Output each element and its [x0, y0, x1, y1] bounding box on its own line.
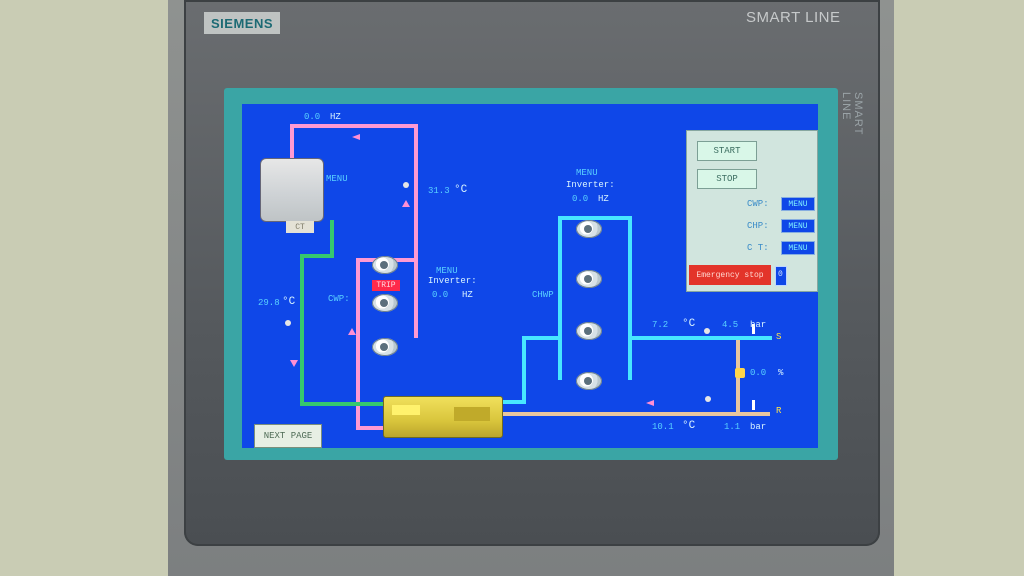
flow-arrow-down: [290, 360, 298, 367]
inlet-temp-value: 29.8: [258, 298, 280, 308]
supply-pressure-value: 4.5: [722, 320, 739, 330]
pipe-cyan-top: [558, 216, 632, 220]
return-pressure-unit: bar: [750, 422, 767, 432]
cwp-mode-label: CWP:: [747, 199, 769, 209]
valve-actuator: [735, 368, 745, 378]
cwp-menu[interactable]: MENU: [436, 266, 458, 276]
valve-percent-value: 0.0: [750, 368, 767, 378]
chwp-pump-4[interactable]: [576, 372, 602, 390]
chwp-menu[interactable]: MENU: [576, 168, 598, 178]
cwp-pump-2[interactable]: [372, 294, 398, 312]
tower-freq-unit: HZ: [330, 112, 341, 122]
brand-text: SIEMENS: [210, 15, 273, 31]
temp-sensor-inlet: [285, 320, 291, 326]
cwp-label: CWP:: [328, 294, 350, 304]
pipe-green-down: [300, 254, 304, 406]
side-model-label: SMART LINE: [840, 92, 864, 136]
start-button[interactable]: START: [697, 141, 757, 161]
brand-logo: SIEMENS: [204, 12, 280, 34]
emergency-stop-button[interactable]: Emergency stop: [689, 265, 771, 285]
ct-mode-menu[interactable]: MENU: [781, 241, 815, 255]
chwp-freq-unit: HZ: [598, 194, 609, 204]
pipe-left-riser: [290, 124, 294, 162]
pipe-cwp-left: [356, 258, 360, 430]
sensor-right-return: [705, 396, 711, 402]
pipe-top: [290, 124, 416, 128]
return-temp-value: 10.1: [652, 422, 674, 432]
chiller-unit[interactable]: [383, 396, 503, 438]
chp-mode-label: CHP:: [747, 221, 769, 231]
chwp-freq-value: 0.0: [572, 194, 589, 204]
pipe-cyan-bottom: [498, 400, 526, 404]
pipe-right-riser: [414, 124, 418, 338]
pipe-tan-vertical: [736, 340, 740, 416]
cwp-freq-unit: HZ: [462, 290, 473, 300]
flow-arrow-up-1: [402, 200, 410, 207]
pipe-cyan-supply: [628, 336, 772, 340]
flow-arrow-left-bottom: [646, 400, 654, 406]
supply-pressure-unit: bar: [750, 320, 767, 330]
next-page-button[interactable]: NEXT PAGE: [254, 424, 322, 448]
pipe-cyan-link: [522, 336, 562, 340]
return-pressure-value: 1.1: [724, 422, 741, 432]
pipe-cyan-left-vert: [522, 336, 526, 402]
flow-arrow-left-top: [352, 134, 360, 140]
valve-percent-unit: %: [778, 368, 784, 378]
tower-freq-value: 0.0: [304, 112, 321, 122]
tower-menu[interactable]: MENU: [326, 174, 348, 184]
hmi-screen: CT TRIP 0.0 HZ MENU 31.3 °C 29.8 °C CWP:…: [242, 104, 818, 448]
pipe-green-bottom: [300, 402, 386, 406]
outlet-temp-unit: °C: [454, 184, 468, 196]
cwp-inverter-label: Inverter:: [428, 276, 477, 286]
cooling-tower-label: CT: [286, 221, 314, 233]
trip-badge[interactable]: TRIP: [372, 280, 400, 291]
pipe-cyan-manifold-left: [558, 216, 562, 380]
chwp-inverter-label: Inverter:: [566, 180, 615, 190]
emergency-stop-value: 0: [778, 270, 783, 279]
control-panel: START STOP CWP: MENU CHP: MENU C T: MENU…: [686, 130, 818, 292]
temp-sensor-outlet: [403, 182, 409, 188]
sensor-right-supply: [704, 328, 710, 334]
cooling-tower[interactable]: [260, 158, 324, 222]
ct-mode-label: C T:: [747, 243, 769, 253]
cwp-freq-value: 0.0: [432, 290, 449, 300]
emergency-stop-indicator: 0: [775, 266, 787, 286]
chwp-pump-1[interactable]: [576, 220, 602, 238]
chwp-pump-3[interactable]: [576, 322, 602, 340]
outlet-temp-value: 31.3: [428, 186, 450, 196]
pipe-cyan-manifold-right: [628, 216, 632, 380]
pipe-cwp-bottom: [356, 426, 386, 430]
inlet-temp-unit: °C: [282, 296, 296, 308]
stop-button[interactable]: STOP: [697, 169, 757, 189]
pipe-green-horizontal: [300, 254, 334, 258]
chp-mode-menu[interactable]: MENU: [781, 219, 815, 233]
pressure-gauge-return: [752, 400, 755, 410]
header-return-label: R: [776, 406, 782, 416]
cwp-pump-3[interactable]: [372, 338, 398, 356]
supply-temp-value: 7.2: [652, 320, 669, 330]
chwp-pump-2[interactable]: [576, 270, 602, 288]
cwp-mode-menu[interactable]: MENU: [781, 197, 815, 211]
supply-temp-unit: °C: [682, 318, 696, 330]
chwp-label: CHWP: [532, 290, 554, 300]
pressure-gauge-supply: [752, 324, 755, 334]
pipe-tan-return: [498, 412, 770, 416]
cwp-pump-1[interactable]: [372, 256, 398, 274]
model-label: SMART LINE: [746, 9, 841, 26]
header-supply-label: S: [776, 332, 782, 342]
pipe-green-right: [330, 220, 334, 256]
return-temp-unit: °C: [682, 420, 696, 432]
flow-arrow-up-2: [348, 328, 356, 335]
